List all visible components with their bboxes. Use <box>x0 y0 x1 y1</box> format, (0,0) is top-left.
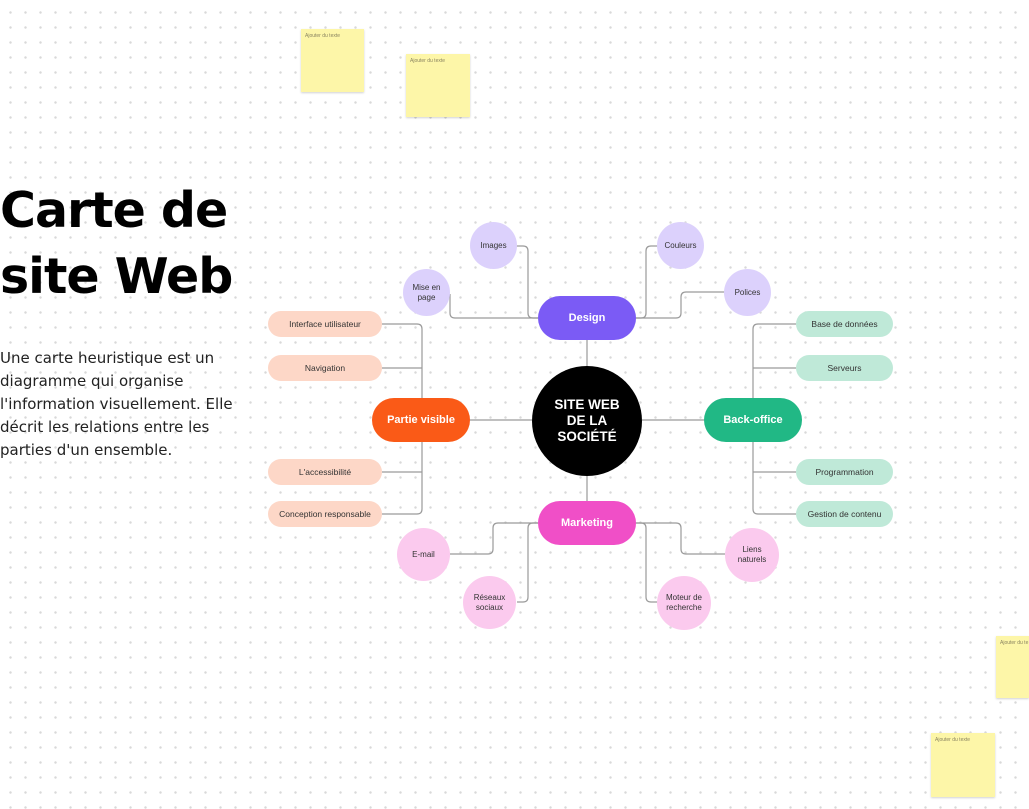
node-navigation[interactable]: Navigation <box>268 355 382 381</box>
node-email[interactable]: E-mail <box>397 528 450 581</box>
central-node[interactable]: SITE WEB DE LA SOCIÉTÉ <box>532 366 642 476</box>
sticky-note[interactable]: Ajouter du texte <box>931 733 995 797</box>
sticky-note[interactable]: Ajouter du te <box>996 636 1029 698</box>
node-moteur-de-recherche[interactable]: Moteur de recherche <box>657 576 711 630</box>
node-accessibilite[interactable]: L'accessibilité <box>268 459 382 485</box>
node-polices[interactable]: Polices <box>724 269 771 316</box>
page-title: Carte de site Web <box>0 182 233 305</box>
node-gestion-de-contenu[interactable]: Gestion de contenu <box>796 501 893 527</box>
node-programmation[interactable]: Programmation <box>796 459 893 485</box>
hub-marketing[interactable]: Marketing <box>538 501 636 545</box>
node-base-de-donnees[interactable]: Base de données <box>796 311 893 337</box>
node-mise-en-page[interactable]: Mise en page <box>403 269 450 316</box>
node-couleurs[interactable]: Couleurs <box>657 222 704 269</box>
node-liens-naturels[interactable]: Liens naturels <box>725 528 779 582</box>
node-interface-utilisateur[interactable]: Interface utilisateur <box>268 311 382 337</box>
node-reseaux-sociaux[interactable]: Réseaux sociaux <box>463 576 516 629</box>
hub-partie-visible[interactable]: Partie visible <box>372 398 470 442</box>
hub-back-office[interactable]: Back-office <box>704 398 802 442</box>
node-conception-responsable[interactable]: Conception responsable <box>268 501 382 527</box>
node-serveurs[interactable]: Serveurs <box>796 355 893 381</box>
sticky-note[interactable]: Ajouter du texte <box>301 29 364 92</box>
node-images[interactable]: Images <box>470 222 517 269</box>
sticky-note[interactable]: Ajouter du texte <box>406 54 470 117</box>
description-text: Une carte heuristique est un diagramme q… <box>0 349 233 459</box>
hub-design[interactable]: Design <box>538 296 636 340</box>
